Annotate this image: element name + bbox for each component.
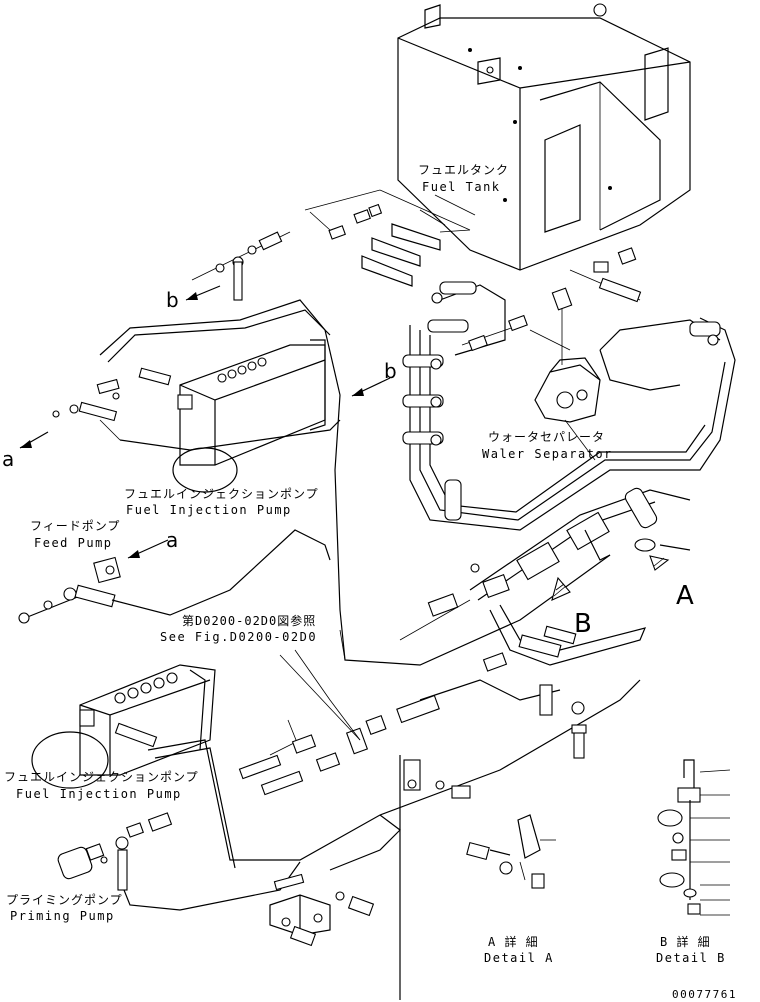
lower-injection-pump bbox=[31, 664, 216, 789]
priming-pump-label-jp: プライミングポンプ bbox=[6, 893, 123, 907]
upper-fuel-lines bbox=[99, 299, 611, 666]
view-arrows bbox=[551, 555, 670, 601]
detail-b-drawing bbox=[657, 759, 731, 916]
feed-pump-label-jp: フィードポンプ bbox=[30, 519, 120, 533]
water-separator-label-jp: ウォータセパレータ bbox=[488, 430, 605, 444]
detail-a-label-jp: A 詳 細 bbox=[488, 934, 539, 949]
lower-bracket bbox=[269, 873, 375, 947]
priming-pump bbox=[57, 812, 173, 891]
fuel-tank-label-en: Fuel Tank bbox=[422, 180, 501, 194]
see-fig-label-jp: 第D0200-02D0図参照 bbox=[182, 613, 316, 628]
marker-view-a: A bbox=[676, 581, 694, 611]
priming-pump-label-en: Priming Pump bbox=[10, 909, 115, 923]
fuel-tank bbox=[397, 3, 691, 271]
water-separator bbox=[534, 287, 601, 423]
clamped-line-bundle bbox=[402, 247, 736, 531]
marker-a-left: a bbox=[2, 447, 14, 471]
lower-injection-pump-label-en: Fuel Injection Pump bbox=[16, 787, 182, 801]
marker-a-feed: a bbox=[166, 528, 178, 552]
upper-injection-pump-label-en: Fuel Injection Pump bbox=[126, 503, 292, 517]
marker-b-upper: b bbox=[166, 288, 179, 312]
fuel-tank-label-jp: フュエルタンク bbox=[418, 163, 509, 177]
drawing-number: 00077761 bbox=[672, 988, 737, 1001]
marker-view-b: B bbox=[574, 609, 592, 639]
detail-b-label-en: Detail B bbox=[656, 951, 726, 965]
marker-b-mid: b bbox=[384, 359, 397, 383]
lower-manifold bbox=[399, 487, 691, 666]
water-separator-label-en: Waler Separator bbox=[482, 447, 613, 461]
upper-injection-pump bbox=[172, 339, 326, 493]
tank-outlet-fittings bbox=[304, 189, 471, 287]
lower-lines bbox=[119, 629, 641, 1000]
upper-injection-pump-label-jp: フュエルインジェクションポンプ bbox=[124, 487, 319, 501]
leader-lines bbox=[279, 194, 596, 741]
line-clamps bbox=[402, 281, 721, 521]
detail-a-drawing bbox=[466, 814, 556, 889]
labels: フュエルタンク Fuel Tank ウォータセパレータ Waler Separa… bbox=[2, 163, 737, 1001]
feed-pump bbox=[18, 529, 331, 624]
detail-b-label-jp: B 詳 細 bbox=[660, 934, 711, 949]
feed-pump-label-en: Feed Pump bbox=[34, 536, 113, 550]
lower-injection-pump-label-jp: フュエルインジェクションポンプ bbox=[4, 770, 199, 784]
b-arrows bbox=[19, 285, 691, 559]
upper-banjo-fittings bbox=[52, 231, 291, 422]
see-fig-label-en: See Fig.D0200-02D0 bbox=[160, 630, 317, 644]
detail-a-label-en: Detail A bbox=[484, 951, 554, 965]
